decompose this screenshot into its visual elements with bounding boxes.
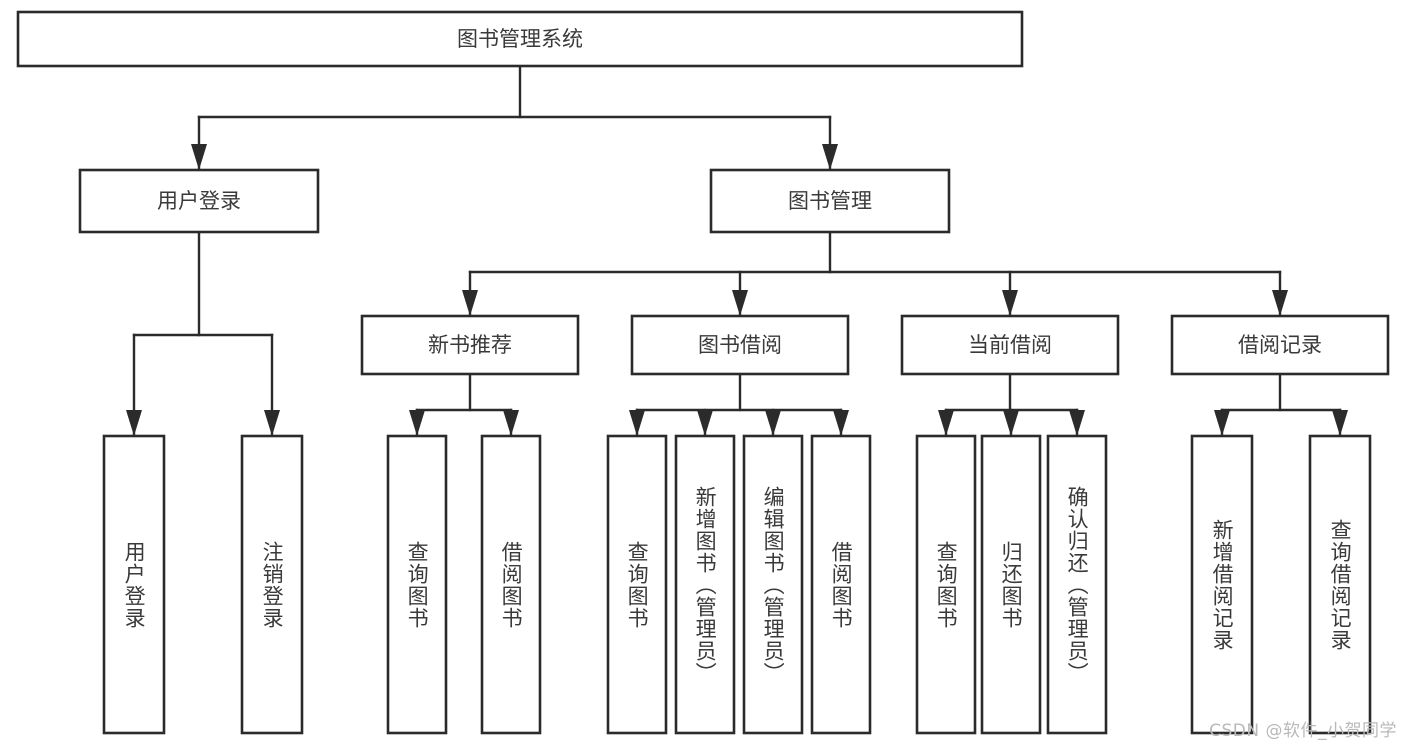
arrow-head-icon xyxy=(462,290,478,316)
level3-node-box-3[interactable] xyxy=(1170,314,1390,376)
leaf-node-box-7[interactable] xyxy=(810,434,872,735)
level3-node-label-2: 当前借阅 xyxy=(968,333,1052,357)
arrow-head-icon xyxy=(1069,410,1085,436)
level2-node-label-0: 用户登录 xyxy=(157,189,241,213)
leaf-node-box-0[interactable] xyxy=(102,434,166,735)
level3-node-box-2[interactable] xyxy=(900,314,1120,376)
leaf-node-box-5[interactable] xyxy=(674,434,736,735)
watermark-text: CSDN @软件_小贺同学 xyxy=(1209,721,1397,741)
level2-node-box-1[interactable] xyxy=(709,168,951,234)
leaf-node-box-6[interactable] xyxy=(742,434,804,735)
level3-node-label-1: 图书借阅 xyxy=(698,333,782,357)
arrow-head-icon xyxy=(503,410,519,436)
level3-node-label-3: 借阅记录 xyxy=(1238,333,1322,357)
level3-node-box-1[interactable] xyxy=(630,314,850,376)
leaf-node-box-9[interactable] xyxy=(980,434,1042,735)
arrow-head-icon xyxy=(765,410,781,436)
arrow-head-icon xyxy=(822,144,838,170)
leaf-node-box-4[interactable] xyxy=(606,434,668,735)
arrow-head-icon xyxy=(629,410,645,436)
arrow-head-icon xyxy=(1214,410,1230,436)
level2-node-label-1: 图书管理 xyxy=(788,189,872,213)
leaf-node-box-3[interactable] xyxy=(480,434,542,735)
leaf-node-box-11[interactable] xyxy=(1190,434,1254,735)
arrow-head-icon xyxy=(1002,290,1018,316)
leaf-node-box-8[interactable] xyxy=(915,434,977,735)
boxes-layer xyxy=(16,10,1390,735)
level2-node-box-0[interactable] xyxy=(78,168,320,234)
level3-node-box-0[interactable] xyxy=(360,314,580,376)
arrow-head-icon xyxy=(1272,290,1288,316)
leaf-node-box-12[interactable] xyxy=(1308,434,1372,735)
leaf-node-box-1[interactable] xyxy=(240,434,304,735)
connectors-layer xyxy=(126,64,1348,438)
arrow-head-icon xyxy=(938,410,954,436)
leaf-node-box-2[interactable] xyxy=(386,434,448,735)
arrow-head-icon xyxy=(833,410,849,436)
arrow-head-icon xyxy=(697,410,713,436)
arrow-head-icon xyxy=(126,410,142,436)
arrow-head-icon xyxy=(1332,410,1348,436)
root-node-box-0[interactable] xyxy=(16,10,1024,68)
arrow-head-icon xyxy=(264,410,280,436)
leaf-node-box-10[interactable] xyxy=(1046,434,1108,735)
arrow-head-icon xyxy=(409,410,425,436)
level3-node-label-0: 新书推荐 xyxy=(428,333,512,357)
arrow-head-icon xyxy=(191,144,207,170)
arrow-head-icon xyxy=(732,290,748,316)
arrow-head-icon xyxy=(1003,410,1019,436)
root-node-label-0: 图书管理系统 xyxy=(457,27,583,51)
